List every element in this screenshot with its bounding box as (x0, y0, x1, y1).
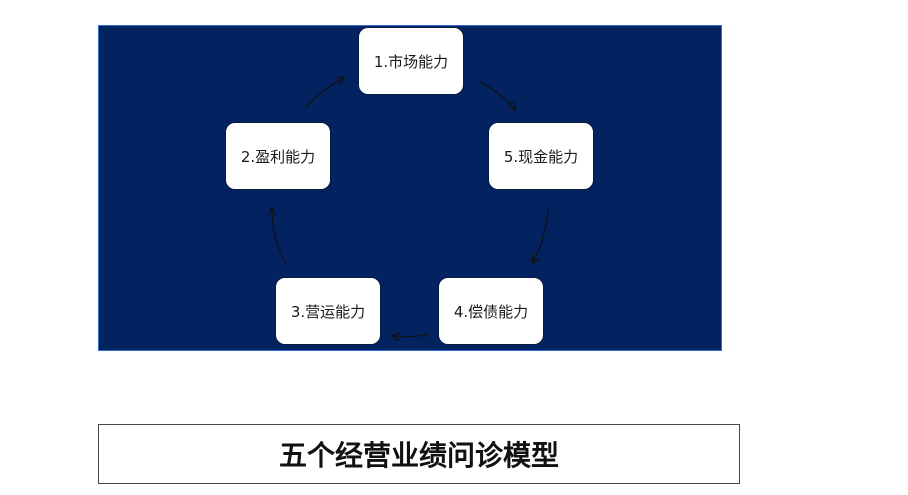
node-market-capability: 1.市场能力 (358, 27, 464, 95)
node-label: 4.偿债能力 (453, 302, 529, 321)
node-label: 2.盈利能力 (240, 147, 316, 166)
node-label: 1.市场能力 (373, 52, 449, 71)
diagram-caption: 五个经营业绩问诊模型 (98, 424, 740, 484)
node-label: 3.营运能力 (290, 302, 366, 321)
node-solvency: 4.偿债能力 (438, 277, 544, 345)
node-label: 5.现金能力 (503, 147, 579, 166)
node-profitability: 2.盈利能力 (225, 122, 331, 190)
caption-title: 五个经营业绩问诊模型 (278, 439, 559, 472)
node-cash-capability: 5.现金能力 (488, 122, 594, 190)
node-operating-capability: 3.营运能力 (275, 277, 381, 345)
